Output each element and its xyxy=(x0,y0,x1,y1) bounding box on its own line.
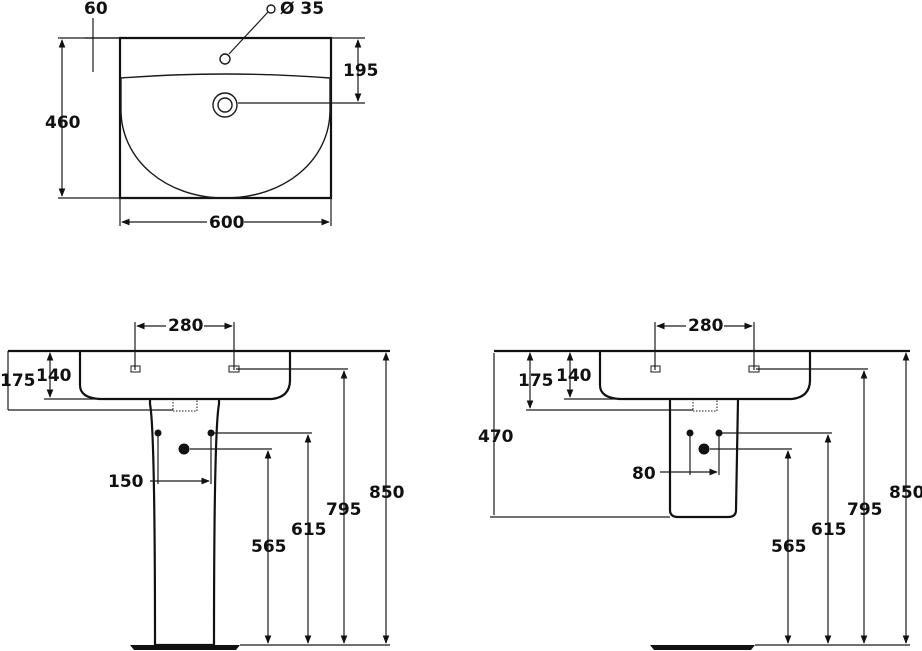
basin-front-outline-2 xyxy=(598,351,812,401)
tap-hole-right-2 xyxy=(748,365,760,373)
diameter-leader xyxy=(228,11,269,55)
dim-795-label: 795 xyxy=(326,500,362,520)
semi-pedestal-outline xyxy=(668,398,740,519)
front-view-semi-pedestal: 280 470 175 140 80 565 615 795 850 xyxy=(478,316,922,650)
dim-470-label: 470 xyxy=(478,427,514,447)
basin-front-outline xyxy=(78,351,292,401)
drain-outer xyxy=(212,92,238,118)
trap-hidden xyxy=(172,399,198,412)
top-view: Ø 35 60 195 460 600 xyxy=(45,0,379,233)
tap-hole xyxy=(219,53,231,65)
drain-inner xyxy=(217,97,233,113)
dim-280-label: 280 xyxy=(168,316,204,336)
dim-850-label: 850 xyxy=(369,483,405,503)
dim-615-label: 615 xyxy=(291,520,327,540)
dim-565-label: 565 xyxy=(251,537,287,557)
dim-60-label: 60 xyxy=(84,0,108,19)
dim-diameter-label: Ø 35 xyxy=(280,0,324,19)
pedestal-outline xyxy=(148,399,221,647)
dim-280-label-2: 280 xyxy=(688,316,724,336)
tap-hole-right xyxy=(228,365,240,373)
dim-175-label: 175 xyxy=(0,371,36,391)
tap-hole-left xyxy=(130,365,141,373)
dim-600-label: 600 xyxy=(209,213,245,233)
tap-hole-left-2 xyxy=(650,365,661,373)
drain-point xyxy=(178,443,190,455)
dim-795-label-2: 795 xyxy=(847,500,883,520)
dim-615-label-2: 615 xyxy=(811,520,847,540)
dim-140-label-2: 140 xyxy=(556,366,592,386)
drain-point-2 xyxy=(698,443,710,455)
basin-bowl-outline xyxy=(120,73,331,199)
dim-175-label-2: 175 xyxy=(518,371,554,391)
front-view-pedestal: 280 175 140 150 565 615 795 850 xyxy=(0,316,405,650)
diameter-leader-ring xyxy=(266,4,276,14)
dim-195-label: 195 xyxy=(343,61,379,81)
trap-hidden-2 xyxy=(692,399,718,412)
dim-140-label: 140 xyxy=(36,366,72,386)
dim-460-label: 460 xyxy=(45,113,81,133)
floor-plate-2 xyxy=(650,645,755,650)
floor-plate xyxy=(130,645,240,650)
dim-80-label: 80 xyxy=(632,464,656,484)
dim-850-label-2: 850 xyxy=(889,483,922,503)
dim-150-label: 150 xyxy=(108,472,144,492)
dim-565-label-2: 565 xyxy=(771,537,807,557)
